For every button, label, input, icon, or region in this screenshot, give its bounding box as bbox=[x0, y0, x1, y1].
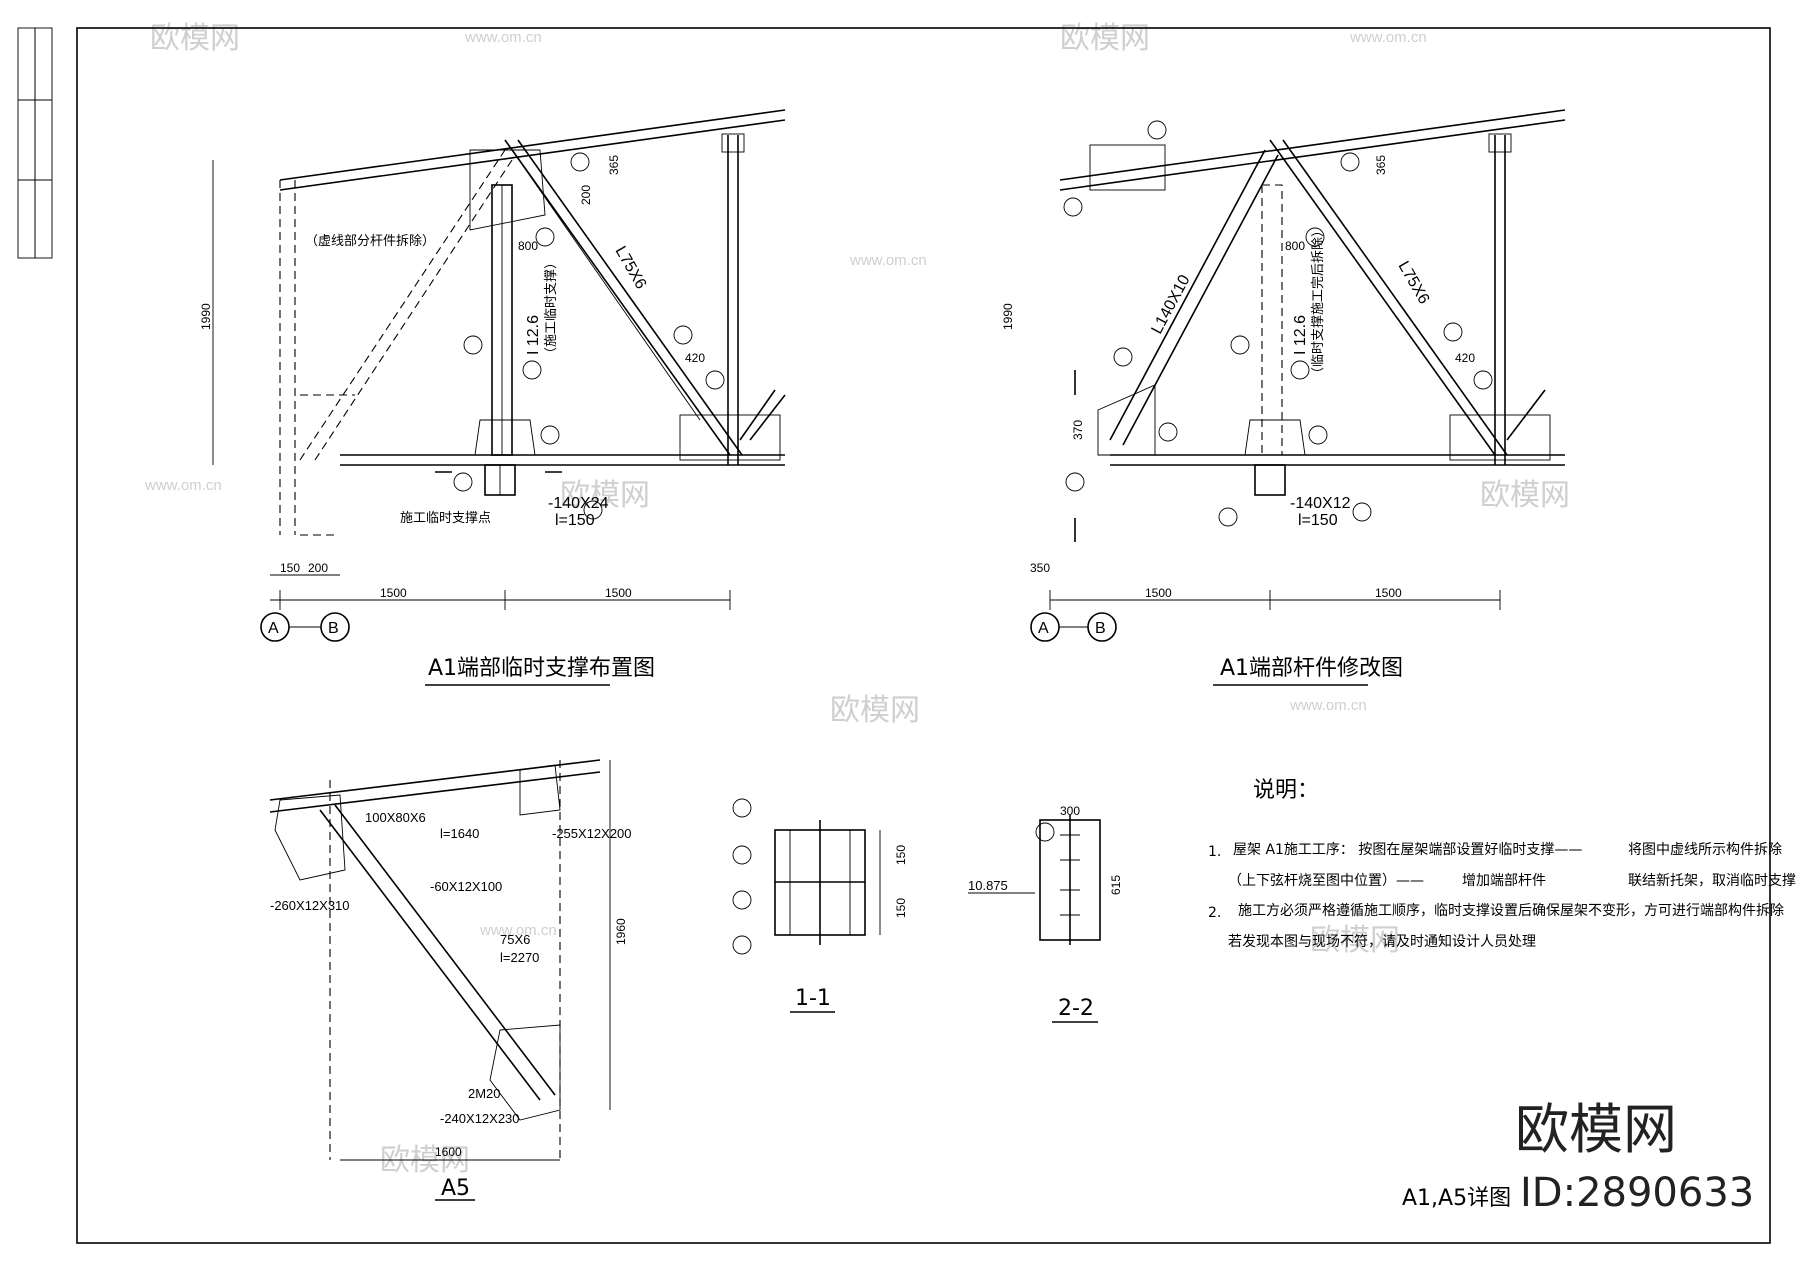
dim-300: 300 bbox=[1060, 804, 1080, 818]
title-strip bbox=[34, 27, 53, 259]
axis-a-label: A bbox=[1038, 620, 1049, 637]
a5-detail: 1960 1600 100X80X6 l=1640 -255X12X200 -6… bbox=[269, 759, 632, 1161]
dim-1990: 1990 bbox=[199, 303, 213, 330]
watermark-brand: 欧模网 bbox=[150, 21, 240, 56]
note-1-part-a: 屋架 A1施工工序： 按图在屋架端部设置好临时支撑—— bbox=[1233, 842, 1582, 858]
watermark-url: www.om.cn bbox=[464, 29, 542, 46]
label-plate-60: -60X12X100 bbox=[430, 879, 502, 894]
watermark-url: www.om.cn bbox=[1289, 697, 1367, 714]
dim-150: 150 bbox=[894, 845, 908, 865]
member-i-label: I 12.6 bbox=[525, 315, 542, 355]
axis-a-label: A bbox=[268, 620, 279, 637]
dim-1960: 1960 bbox=[614, 918, 628, 945]
note-1-part-c: （上下弦杆烧至图中位置）—— bbox=[1228, 873, 1424, 889]
brand-logo: 欧模网 bbox=[1515, 1098, 1677, 1161]
label-plate-240: -240X12X230 bbox=[440, 1111, 520, 1126]
right-elevation: 1500 1500 350 370 1990 420 365 800 A B L… bbox=[1001, 109, 1566, 642]
watermark-brand: 欧模网 bbox=[830, 693, 920, 728]
left-elevation-title: A1端部临时支撑布置图 bbox=[428, 656, 655, 681]
dim-1500: 1500 bbox=[380, 586, 407, 600]
dim-800: 800 bbox=[1285, 239, 1305, 253]
model-id: ID:2890633 bbox=[1520, 1170, 1755, 1216]
watermark-brand: 欧模网 bbox=[1310, 923, 1400, 958]
dim-200: 200 bbox=[579, 185, 593, 205]
watermark-brand: 欧模网 bbox=[1060, 21, 1150, 56]
note-2-part-b: 若发现本图与现场不符，请及时通知设计人员处理 bbox=[1228, 933, 1536, 950]
section2-elevation: 10.875 bbox=[968, 878, 1008, 893]
note-1-part-d: 增加端部杆件 bbox=[1462, 873, 1546, 889]
dim-150: 150 bbox=[280, 561, 300, 575]
axis-b-label: B bbox=[1095, 620, 1106, 637]
notes-block: 说明： 1. 屋架 A1施工工序： 按图在屋架端部设置好临时支撑—— 将图中虚线… bbox=[1208, 778, 1796, 950]
label-t75: 75X6 bbox=[500, 932, 530, 947]
plate-label: -140X24 bbox=[548, 495, 609, 512]
left-elevation: 1500 1500 150 200 1990 420 365 800 200 A… bbox=[199, 109, 786, 642]
plate-length-label: l=150 bbox=[1298, 512, 1338, 529]
dim-420: 420 bbox=[685, 351, 705, 365]
sheet-border bbox=[76, 27, 1771, 1244]
section-1-1-title: 1-1 bbox=[795, 986, 831, 1011]
section-2-2-title: 2-2 bbox=[1058, 996, 1094, 1021]
watermark-layer: 欧模网 欧模网 欧模网 欧模网 欧模网 欧模网 欧模网 www.om.cn ww… bbox=[144, 21, 1570, 1178]
label-t75-len: l=2270 bbox=[500, 950, 539, 965]
dim-370: 370 bbox=[1071, 420, 1085, 440]
label-t100: 100X80X6 bbox=[365, 810, 426, 825]
dim-200: 200 bbox=[308, 561, 328, 575]
label-plate-255: -255X12X200 bbox=[552, 826, 632, 841]
watermark-brand: 欧模网 bbox=[560, 478, 650, 513]
note-1-part-b: 将图中虚线所示构件拆除 bbox=[1628, 842, 1782, 858]
dim-1600: 1600 bbox=[435, 1145, 462, 1159]
note-temp-support-point: 施工临时支撑点 bbox=[400, 510, 491, 525]
dim-150: 150 bbox=[894, 898, 908, 918]
dim-1990: 1990 bbox=[1001, 303, 1015, 330]
watermark-url: www.om.cn bbox=[479, 922, 557, 939]
label-bolt: 2M20 bbox=[468, 1086, 501, 1101]
plate-length-label: l=150 bbox=[555, 512, 595, 529]
dim-1500: 1500 bbox=[1375, 586, 1402, 600]
right-elevation-title: A1端部杆件修改图 bbox=[1220, 656, 1403, 681]
dim-800: 800 bbox=[518, 239, 538, 253]
plate-label: -140X12 bbox=[1290, 495, 1351, 512]
dim-365: 365 bbox=[607, 155, 621, 175]
label-t100-len: l=1640 bbox=[440, 826, 479, 841]
notes-heading: 说明： bbox=[1253, 778, 1319, 803]
sheet-label: A1,A5详图 bbox=[1402, 1186, 1511, 1211]
member-l75-label: L75X6 bbox=[612, 244, 650, 293]
title-strip bbox=[17, 27, 36, 259]
dim-615: 615 bbox=[1109, 875, 1123, 895]
member-i-label: I 12.6 bbox=[1292, 315, 1309, 355]
section-1-1: 150 150 bbox=[732, 798, 908, 955]
a5-detail-title: A5 bbox=[441, 1176, 470, 1201]
note-2-part-a: 施工方必须严格遵循施工顺序，临时支撑设置后确保屋架不变形，方可进行端部构件拆除 bbox=[1238, 902, 1784, 919]
watermark-url: www.om.cn bbox=[1349, 29, 1427, 46]
watermark-brand: 欧模网 bbox=[1480, 478, 1570, 513]
dim-365: 365 bbox=[1374, 155, 1388, 175]
dim-420: 420 bbox=[1455, 351, 1475, 365]
note-1-part-e: 联结新托架，取消临时支撑 bbox=[1628, 873, 1796, 889]
label-plate-260: -260X12X310 bbox=[270, 898, 350, 913]
note-removed-members: （虚线部分杆件拆除） bbox=[305, 233, 435, 248]
watermark-url: www.om.cn bbox=[849, 252, 927, 269]
note-1-number: 1. bbox=[1208, 844, 1221, 860]
member-l75-label: L75X6 bbox=[1395, 259, 1433, 308]
note-2-number: 2. bbox=[1208, 905, 1221, 921]
dim-1500: 1500 bbox=[1145, 586, 1172, 600]
dim-350: 350 bbox=[1030, 561, 1050, 575]
watermark-url: www.om.cn bbox=[144, 477, 222, 494]
watermark-brand: 欧模网 bbox=[380, 1143, 470, 1178]
section-2-2: 300 615 10.875 bbox=[968, 804, 1123, 945]
note-temp-support-member: （施工临时支撑） bbox=[543, 256, 558, 360]
note-temp-support: （临时支撑施工完后拆除） bbox=[1310, 224, 1325, 380]
axis-b-label: B bbox=[328, 620, 339, 637]
dim-1500: 1500 bbox=[605, 586, 632, 600]
